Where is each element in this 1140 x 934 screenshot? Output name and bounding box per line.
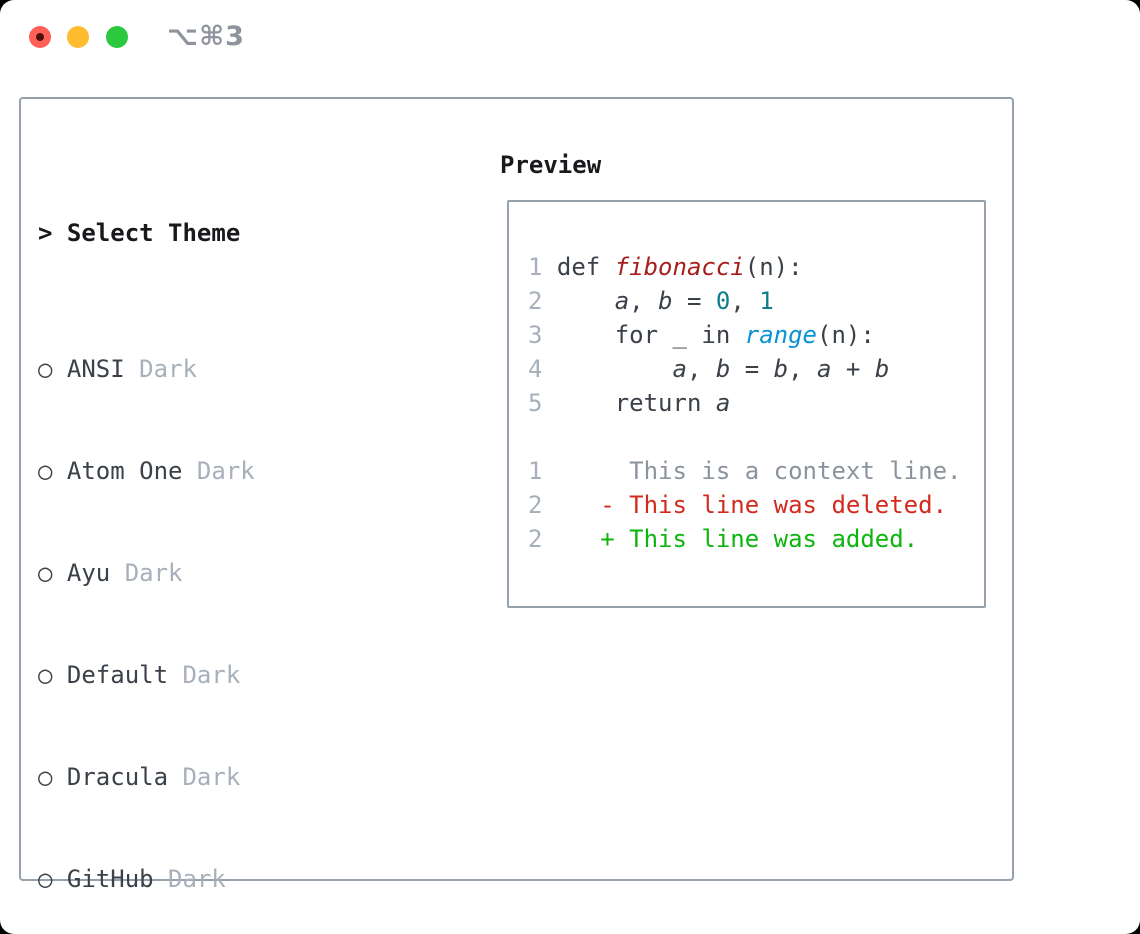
- theme-option-dracula-dark[interactable]: ○ Dracula Dark: [38, 760, 468, 794]
- radio-icon: ○: [38, 457, 53, 485]
- radio-icon: ○: [38, 355, 53, 383]
- window-titlebar: ⌥⌘3: [0, 0, 1140, 74]
- code-line: 3 for _ in range(n):: [528, 318, 984, 352]
- line-number: 2: [528, 525, 543, 553]
- code-token: ,: [788, 355, 818, 383]
- code-token: def: [542, 253, 615, 281]
- code-token: [542, 355, 672, 383]
- theme-variant: Dark: [182, 661, 241, 689]
- code-token-variable: b: [658, 287, 673, 315]
- theme-name: Atom One: [66, 457, 183, 485]
- prompt-icon: >: [38, 219, 53, 247]
- diff-context-text: This is a context line.: [542, 457, 962, 485]
- code-token: ,: [686, 355, 716, 383]
- line-number: 2: [528, 491, 543, 519]
- code-token-variable: b: [773, 355, 789, 383]
- select-theme-title: Select Theme: [66, 219, 241, 247]
- blank-line: [528, 420, 984, 454]
- zoom-button[interactable]: [106, 26, 128, 48]
- code-token-variable: a: [614, 287, 630, 315]
- code-token: =: [730, 355, 774, 383]
- theme-picker-panel: [19, 97, 1014, 881]
- code-token-variable: a: [817, 355, 832, 383]
- code-token-number: 0: [715, 287, 731, 315]
- radio-icon: ○: [38, 661, 53, 689]
- line-number: 1: [528, 457, 543, 485]
- theme-name: Dracula: [66, 763, 169, 791]
- theme-option-default-dark[interactable]: ○ Default Dark: [38, 658, 468, 692]
- line-number: 1: [528, 253, 543, 281]
- code-token-variable: a: [672, 355, 687, 383]
- close-button[interactable]: [29, 26, 51, 48]
- code-line: 5 return a: [528, 386, 984, 420]
- code-line: 1 def fibonacci(n):: [528, 250, 984, 284]
- theme-name: GitHub: [66, 865, 154, 893]
- code-token: ,: [730, 287, 760, 315]
- diff-deleted-line: 2 - This line was deleted.: [528, 488, 984, 522]
- minimize-button[interactable]: [67, 26, 89, 48]
- code-line: 2 a, b = 0, 1: [528, 284, 984, 318]
- theme-variant: Dark: [182, 763, 241, 791]
- theme-variant: Dark: [124, 559, 183, 587]
- theme-option-ansi-dark[interactable]: ○ ANSI Dark: [38, 352, 468, 386]
- radio-icon: ○: [38, 865, 53, 893]
- code-token-variable: b: [715, 355, 731, 383]
- theme-variant: Dark: [139, 355, 197, 383]
- diff-deleted-text: - This line was deleted.: [542, 491, 948, 519]
- code-token: =: [672, 287, 716, 315]
- line-number: 3: [528, 321, 543, 349]
- code-token: for _ in: [542, 321, 745, 349]
- theme-name: Default: [66, 661, 169, 689]
- window-title: ⌥⌘3: [167, 21, 245, 52]
- preview-title: Preview: [500, 151, 602, 179]
- line-number: 2: [528, 287, 543, 315]
- code-token: (n):: [817, 321, 875, 349]
- line-number: 5: [528, 389, 543, 417]
- code-token-function: fibonacci: [614, 253, 745, 281]
- code-line: 4 a, b = b, a + b: [528, 352, 984, 386]
- code-token-number: 1: [759, 287, 774, 315]
- code-token: [542, 287, 614, 315]
- code-token: +: [831, 355, 875, 383]
- radio-icon: ○: [38, 559, 53, 587]
- select-theme-header: > Select Theme: [38, 216, 468, 250]
- radio-icon: ○: [38, 763, 53, 791]
- line-number: 4: [528, 355, 543, 383]
- diff-context-line: 1 This is a context line.: [528, 454, 984, 488]
- diff-added-text: + This line was added.: [542, 525, 919, 553]
- diff-added-line: 2 + This line was added.: [528, 522, 984, 556]
- preview-box: 1 def fibonacci(n): 2 a, b = 0, 1 3 for …: [507, 200, 986, 608]
- code-token-variable: a: [715, 389, 731, 417]
- theme-variant: Dark: [196, 457, 255, 485]
- code-token: return: [542, 389, 716, 417]
- theme-option-ayu-dark[interactable]: ○ Ayu Dark: [38, 556, 468, 590]
- theme-name: Ayu: [66, 559, 111, 587]
- theme-name: ANSI: [66, 355, 125, 383]
- code-token: ,: [629, 287, 659, 315]
- code-token-variable: b: [874, 355, 890, 383]
- theme-option-atom-one-dark[interactable]: ○ Atom One Dark: [38, 454, 468, 488]
- code-token: (n):: [744, 253, 803, 281]
- code-token-builtin: range: [744, 321, 817, 349]
- theme-option-github-dark[interactable]: ○ GitHub Dark: [38, 862, 468, 896]
- theme-variant: Dark: [168, 865, 226, 893]
